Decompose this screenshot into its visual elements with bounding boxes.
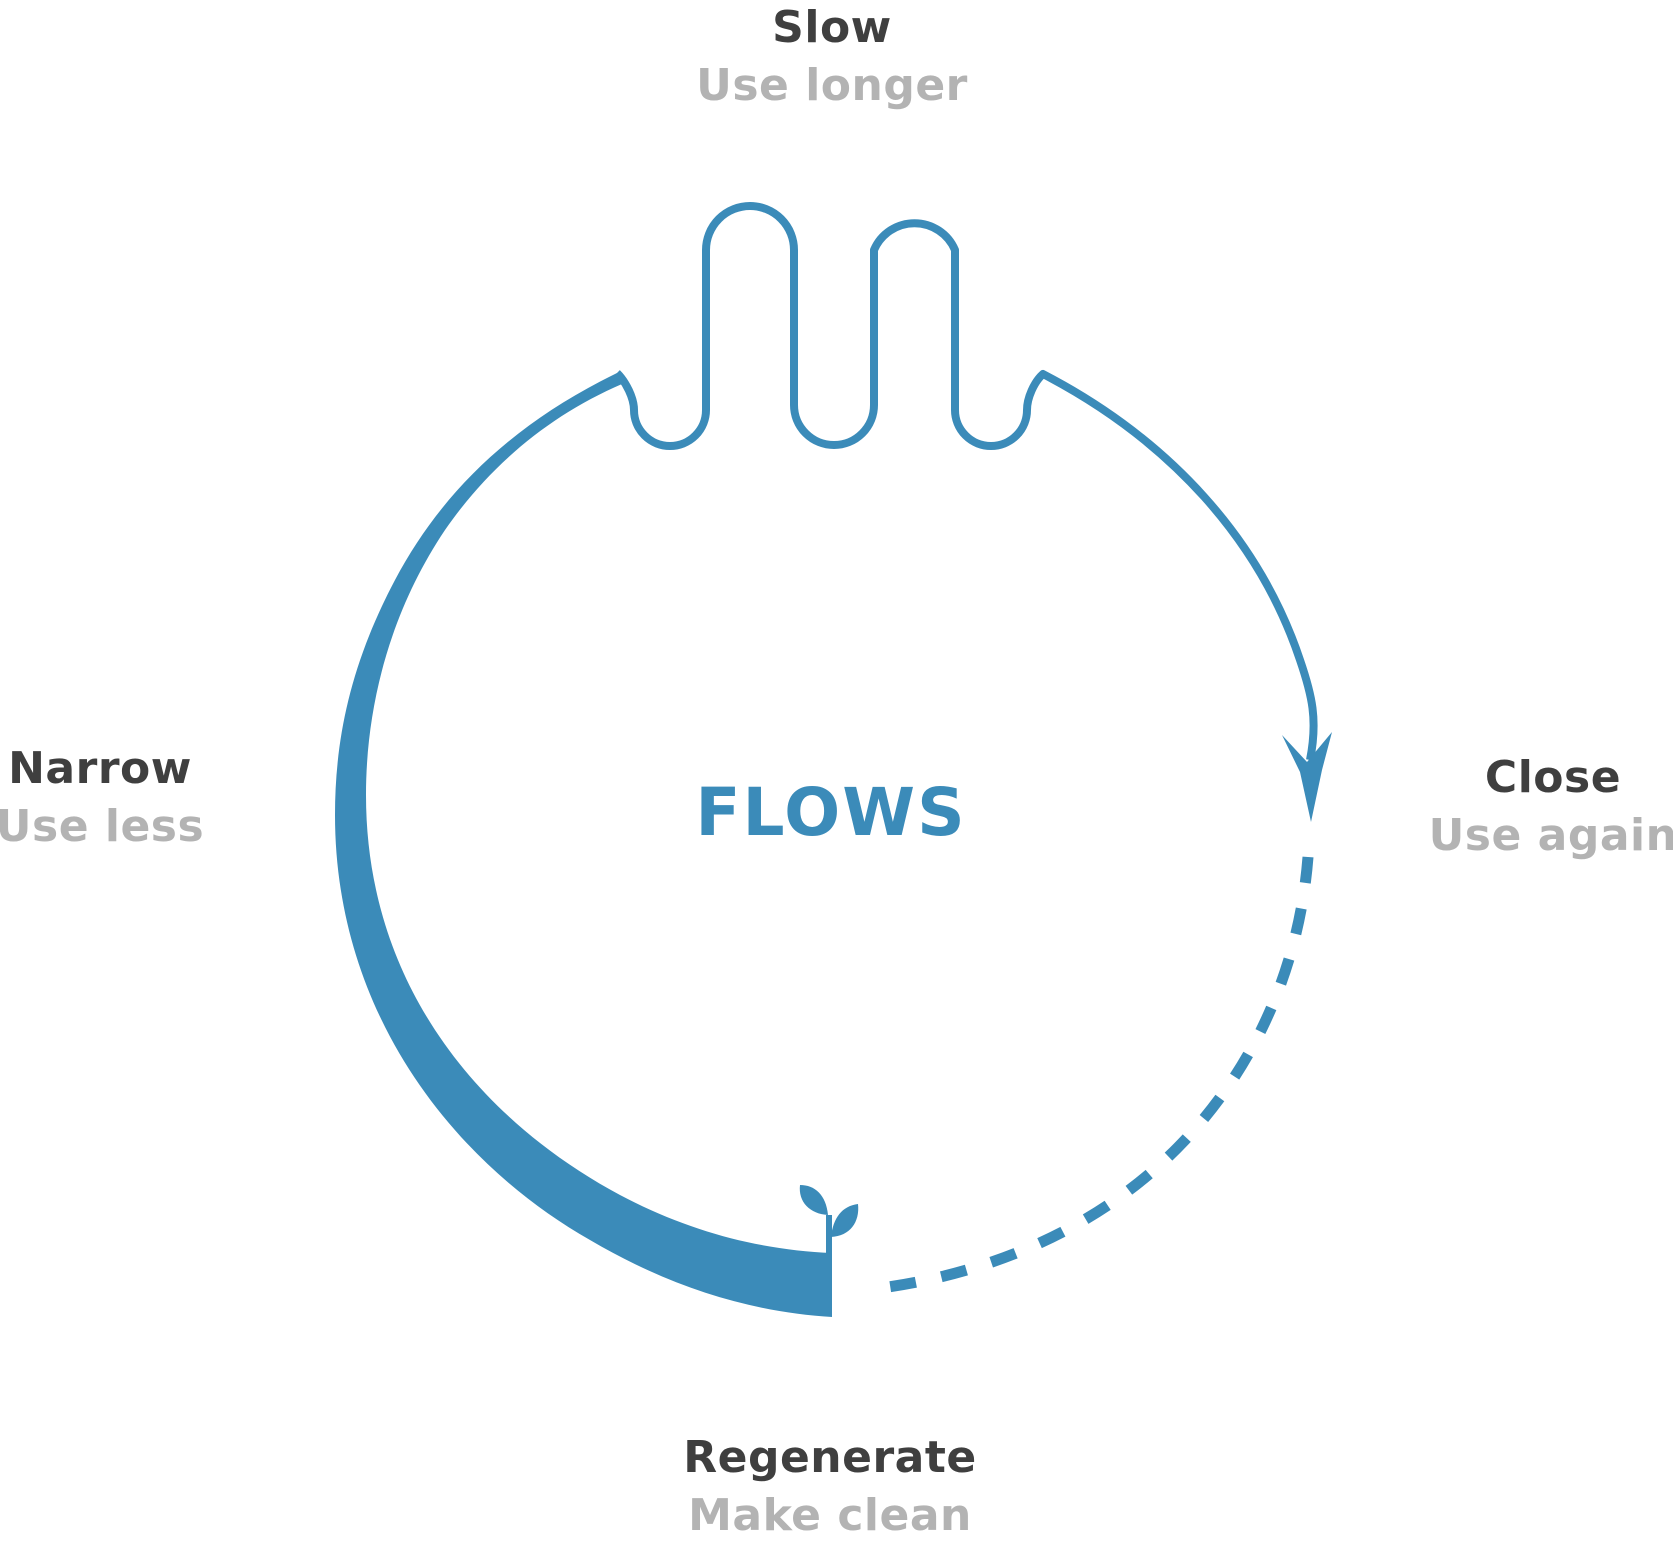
label-close-primary: Close [1484,752,1622,803]
label-slow-primary: Slow [772,2,892,53]
arrowhead-icon [1282,732,1332,822]
label-slow-secondary: Use longer [696,60,968,111]
label-close-secondary: Use again [1428,810,1673,861]
close-dashed-arc [864,856,1314,1296]
label-narrow-primary: Narrow [8,743,192,794]
label-slow: Slow Use longer [696,6,968,108]
label-regenerate-secondary: Make clean [688,1490,972,1541]
label-regenerate-primary: Regenerate [683,1432,977,1483]
sprout-icon [799,1185,859,1260]
slow-meander-path [614,202,1318,761]
label-regenerate: Regenerate Make clean [683,1436,977,1538]
center-title: FLOWS [695,774,967,851]
label-narrow-secondary: Use less [0,801,205,852]
narrow-thick-arc [335,373,832,1317]
label-narrow: Narrow Use less [0,747,204,849]
label-close: Close Use again [1429,756,1673,858]
